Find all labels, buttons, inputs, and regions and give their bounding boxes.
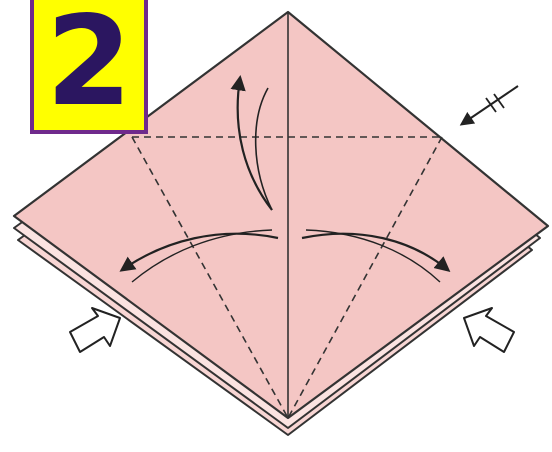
crease-indicator-arrow-icon <box>462 86 518 124</box>
left-push-arrow-icon <box>70 308 120 352</box>
step-number: 2 <box>46 0 132 124</box>
step-number-badge: 2 <box>30 0 148 134</box>
right-push-arrow-icon <box>464 308 514 352</box>
